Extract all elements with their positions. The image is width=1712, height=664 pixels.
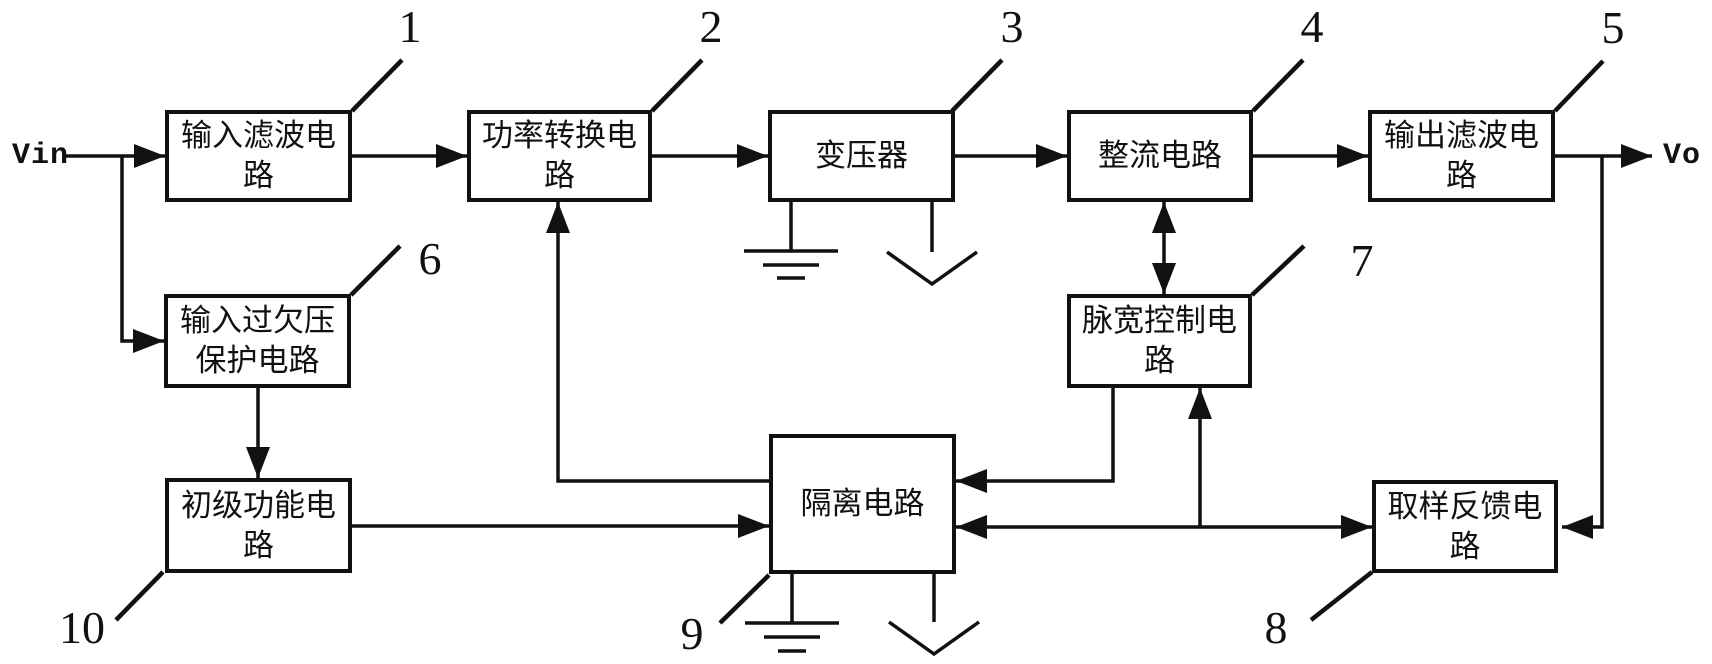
callout-number-3: 3 (1000, 1, 1024, 52)
callout-tick-7 (1250, 244, 1306, 297)
block-power-conversion-circuit: 功率转换电路 (467, 110, 652, 202)
block-label: 输出滤波电路 (1384, 118, 1539, 194)
callout-tick-9 (718, 573, 771, 625)
callout-number-7: 7 (1350, 235, 1374, 286)
chassis-ground-icon (885, 202, 979, 287)
wire-isolation-to-power-conversion (546, 202, 769, 483)
block-input-filter-circuit: 输入滤波电路 (165, 110, 352, 202)
earth-ground-icon (745, 574, 839, 653)
callout-tick-10 (114, 570, 165, 622)
block-label: 隔离电路 (800, 486, 925, 522)
block-label: 变压器 (815, 138, 908, 174)
callout-number-9: 9 (680, 608, 704, 659)
callout-number-6: 6 (418, 233, 442, 284)
vo-terminal-label: Vo (1663, 139, 1702, 173)
wire-pwm-to-isolation (956, 387, 1115, 493)
callout-number-4: 4 (1300, 1, 1324, 52)
callout-tick-6 (349, 244, 402, 297)
block-label: 输入滤波电路 (181, 118, 336, 194)
block-label: 初级功能电路 (181, 487, 336, 564)
chassis-ground-icon (887, 574, 981, 657)
connector-arrows (66, 144, 1652, 539)
block-rectifier-circuit: 整流电路 (1067, 110, 1253, 202)
block-label: 功率转换电路 (482, 118, 637, 194)
block-sampling-feedback-circuit: 取样反馈电路 (1372, 480, 1558, 573)
callout-tick-5 (1553, 59, 1605, 113)
callout-tick-2 (650, 58, 704, 113)
block-label: 取样反馈电路 (1387, 488, 1543, 565)
vin-terminal-label: Vin (12, 139, 70, 173)
block-label: 整流电路 (1098, 138, 1222, 174)
block-output-filter-circuit: 输出滤波电路 (1368, 110, 1555, 202)
callout-number-2: 2 (699, 1, 723, 52)
callout-tick-8 (1309, 570, 1374, 622)
earth-ground-icon (744, 202, 838, 280)
block-label: 脉宽控制电路 (1082, 303, 1237, 379)
callout-tick-3 (950, 58, 1004, 113)
ground-symbols (744, 202, 981, 657)
callout-number-1: 1 (398, 1, 422, 52)
callout-tick-1 (350, 58, 404, 113)
callout-tick-4 (1251, 58, 1305, 113)
block-label: 输入过欠压保护电路 (180, 303, 335, 379)
callout-number-8: 8 (1264, 602, 1288, 653)
wire-vin-to-protection (120, 156, 164, 353)
wire-vo-tap-to-sampling-feedback (1562, 156, 1604, 539)
callout-number-5: 5 (1601, 2, 1625, 53)
callout-number-10: 10 (59, 602, 105, 653)
block-transformer: 变压器 (768, 110, 955, 202)
block-input-over-under-voltage-protection-circuit: 输入过欠压保护电路 (164, 294, 351, 388)
block-pwm-control-circuit: 脉宽控制电路 (1067, 294, 1252, 388)
block-primary-function-circuit: 初级功能电路 (165, 478, 352, 573)
block-isolation-circuit: 隔离电路 (769, 434, 956, 574)
callout-ticks (114, 58, 1605, 625)
